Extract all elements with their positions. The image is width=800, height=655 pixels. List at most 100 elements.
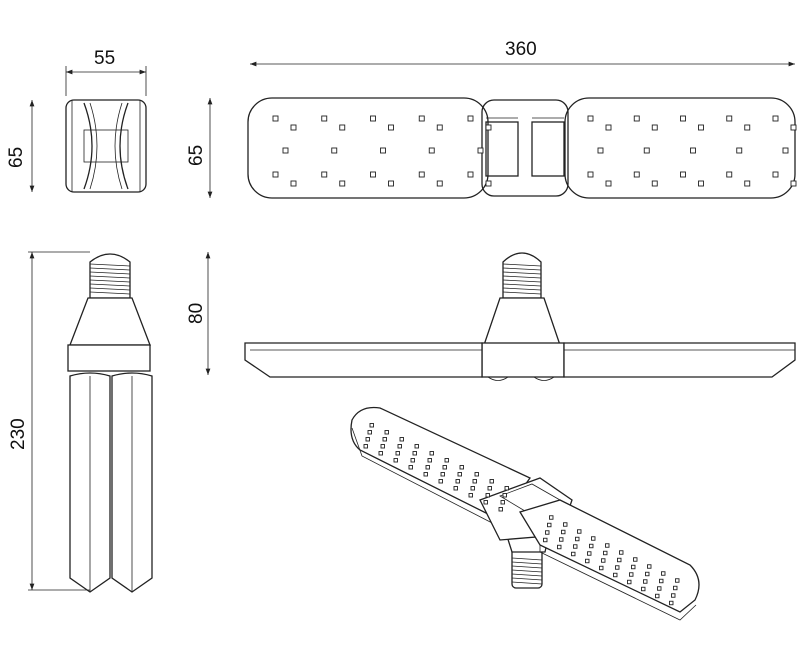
led-dot bbox=[412, 451, 417, 456]
led-dot bbox=[726, 171, 733, 178]
led-dot bbox=[282, 147, 289, 154]
led-dot bbox=[369, 423, 374, 428]
led-dot bbox=[547, 522, 552, 528]
thread-line bbox=[511, 565, 543, 569]
led-dot bbox=[399, 437, 404, 442]
led-dot bbox=[380, 147, 386, 154]
led-dot bbox=[575, 536, 580, 542]
led-dots-perspective bbox=[363, 423, 680, 606]
led-dot bbox=[453, 486, 458, 491]
led-dot bbox=[483, 500, 488, 505]
led-dot bbox=[485, 493, 490, 498]
led-dot bbox=[573, 544, 578, 549]
led-dot bbox=[363, 444, 368, 449]
led-dot bbox=[655, 593, 660, 599]
led-dot bbox=[563, 522, 568, 527]
led-dot bbox=[380, 444, 385, 449]
thread-line bbox=[89, 275, 131, 279]
thread-line bbox=[502, 291, 542, 295]
led-dot bbox=[467, 171, 474, 178]
led-dot bbox=[659, 578, 664, 584]
led-dot bbox=[671, 593, 676, 598]
led-dot bbox=[440, 472, 445, 477]
led-dot bbox=[321, 171, 328, 178]
dim-total-length: 360 bbox=[505, 39, 537, 60]
led-dot bbox=[633, 171, 640, 178]
led-dot bbox=[661, 571, 666, 576]
led-dot bbox=[587, 115, 594, 122]
led-dot bbox=[643, 579, 648, 584]
led-dot bbox=[585, 558, 590, 564]
led-dot bbox=[545, 530, 550, 535]
thread-line bbox=[502, 283, 542, 287]
led-dot bbox=[467, 115, 474, 122]
led-dot bbox=[726, 115, 733, 122]
led-dot bbox=[382, 437, 387, 442]
led-dot bbox=[577, 529, 582, 534]
led-dot bbox=[603, 550, 608, 556]
led-dot bbox=[321, 115, 328, 122]
led-dot bbox=[633, 115, 640, 122]
thread-line bbox=[511, 581, 543, 585]
led-dot bbox=[428, 147, 435, 154]
end-view: 55 65 bbox=[6, 48, 147, 193]
led-dot bbox=[408, 465, 413, 470]
led-dot bbox=[631, 564, 636, 570]
led-dot bbox=[474, 472, 479, 477]
led-dot bbox=[425, 465, 430, 470]
led-dot bbox=[378, 451, 383, 456]
led-dot bbox=[410, 458, 415, 463]
thread-line bbox=[89, 291, 131, 295]
thread-line bbox=[502, 287, 542, 291]
led-dot bbox=[388, 124, 394, 131]
led-dot bbox=[489, 479, 494, 484]
led-dot bbox=[365, 437, 370, 442]
led-dot bbox=[690, 147, 696, 154]
led-dot bbox=[641, 586, 646, 592]
led-dot bbox=[468, 493, 473, 498]
led-dot bbox=[589, 543, 594, 549]
dim-end-width: 55 bbox=[94, 48, 115, 69]
led-dot bbox=[395, 451, 400, 456]
thread-line bbox=[511, 577, 543, 581]
led-dot bbox=[414, 444, 419, 449]
led-dot bbox=[543, 537, 548, 543]
led-dot bbox=[455, 479, 460, 484]
led-dot bbox=[605, 180, 612, 187]
led-dot bbox=[397, 444, 402, 449]
led-dot bbox=[599, 565, 604, 571]
thread-line bbox=[89, 283, 131, 287]
led-dot bbox=[472, 479, 477, 484]
led-dot bbox=[651, 180, 658, 187]
led-dot bbox=[587, 171, 594, 178]
led-dot bbox=[680, 115, 686, 122]
led-dot bbox=[339, 124, 346, 131]
led-dot bbox=[597, 147, 604, 154]
led-dot bbox=[290, 124, 297, 131]
led-dot bbox=[272, 171, 279, 178]
thread-line bbox=[89, 267, 131, 271]
led-dot bbox=[605, 543, 610, 548]
led-dot bbox=[438, 479, 443, 484]
led-dot bbox=[339, 180, 346, 187]
led-dot bbox=[772, 115, 779, 122]
led-dot bbox=[680, 171, 686, 178]
led-dot bbox=[587, 551, 592, 556]
led-dot bbox=[477, 147, 484, 154]
led-dot bbox=[613, 572, 618, 578]
thread-line bbox=[502, 279, 542, 283]
led-dot bbox=[698, 180, 704, 187]
led-dot bbox=[470, 486, 475, 491]
dim-end-height: 65 bbox=[6, 147, 27, 168]
led-dot bbox=[272, 115, 279, 122]
led-dots-plan bbox=[272, 115, 797, 187]
led-dot bbox=[436, 124, 443, 131]
led-dot bbox=[673, 585, 678, 591]
thread-line bbox=[511, 557, 543, 561]
led-dot bbox=[504, 486, 509, 491]
led-dot bbox=[418, 115, 425, 122]
led-dot bbox=[502, 493, 507, 498]
led-dot bbox=[393, 458, 398, 463]
led-dot bbox=[744, 124, 751, 131]
led-dot bbox=[485, 124, 492, 131]
